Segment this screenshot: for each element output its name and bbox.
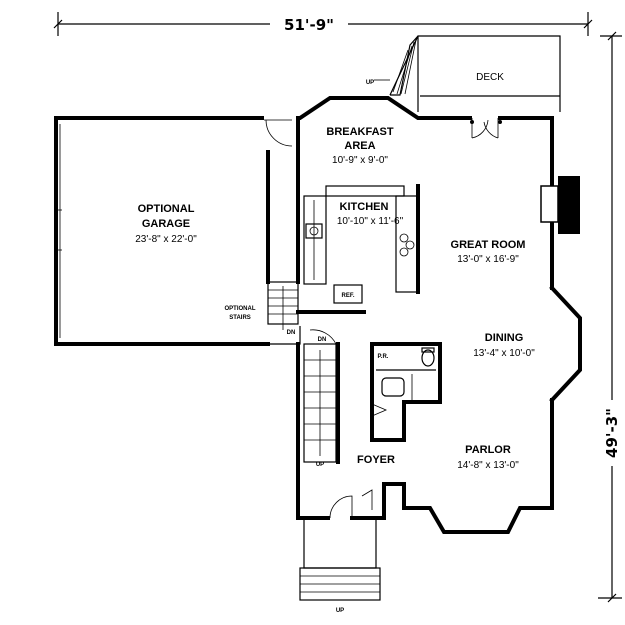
entry: UP bbox=[299, 489, 381, 614]
breakfast-size: 10'-9" x 9'-0" bbox=[332, 155, 388, 166]
optional-stairs-label-1: OPTIONAL bbox=[225, 306, 256, 312]
parlor-size: 14'-8" x 13'-0" bbox=[457, 460, 519, 471]
garage-dn-label: DN bbox=[287, 330, 296, 336]
dining-label: DINING 13'-4" x 10'-0" bbox=[473, 332, 535, 359]
garage-name-1: OPTIONAL bbox=[138, 203, 195, 215]
kitchen-label: KITCHEN 10'-10" x 11'-6" bbox=[337, 201, 404, 227]
fireplace bbox=[540, 176, 580, 234]
deck-label: DECK bbox=[476, 72, 504, 83]
deck: UP DECK bbox=[366, 35, 561, 112]
parlor-label: PARLOR 14'-8" x 13'-0" bbox=[457, 444, 519, 471]
breakfast-name-1: BREAKFAST bbox=[326, 126, 394, 138]
kitchen-name: KITCHEN bbox=[340, 201, 389, 213]
garage-size: 23'-8" x 22'-0" bbox=[135, 234, 197, 245]
foyer-label: FOYER bbox=[357, 454, 395, 466]
main-stairs: DN UP bbox=[303, 329, 340, 468]
pr-label: P.R. bbox=[378, 354, 389, 360]
ref-label: REF. bbox=[341, 293, 354, 299]
dining-size: 13'-4" x 10'-0" bbox=[473, 348, 535, 359]
width-dimension: 51'-9" bbox=[53, 12, 593, 36]
depth-dimension: 49'-3" bbox=[598, 31, 622, 603]
parlor-name: PARLOR bbox=[465, 444, 511, 456]
deck-doors bbox=[470, 118, 502, 139]
overall-width-label: 51'-9" bbox=[284, 16, 334, 34]
great-room-label: GREAT ROOM 13'-0" x 16'-9" bbox=[451, 239, 526, 265]
breakfast-name-2: AREA bbox=[344, 140, 375, 152]
kitchen-size: 10'-10" x 11'-6" bbox=[337, 216, 404, 227]
powder-room: P.R. bbox=[370, 342, 442, 442]
entry-up-label: UP bbox=[336, 608, 344, 614]
garage-name-2: GARAGE bbox=[142, 218, 190, 230]
stair-up-label: UP bbox=[316, 462, 324, 468]
garage: OPTIONAL GARAGE 23'-8" x 22'-0" bbox=[54, 116, 293, 346]
dining-name: DINING bbox=[485, 332, 524, 344]
overall-depth-label: 49'-3" bbox=[603, 408, 621, 458]
deck-up-label: UP bbox=[366, 80, 374, 86]
great-room-size: 13'-0" x 16'-9" bbox=[457, 254, 519, 265]
kitchen: REF. bbox=[296, 184, 420, 314]
foyer-name: FOYER bbox=[357, 454, 395, 466]
great-room-name: GREAT ROOM bbox=[451, 239, 526, 251]
breakfast-area-label: BREAKFAST AREA 10'-9" x 9'-0" bbox=[326, 126, 394, 166]
stair-dn-label: DN bbox=[318, 337, 327, 343]
optional-stairs: OPTIONAL STAIRS DN bbox=[225, 281, 301, 345]
optional-stairs-label-2: STAIRS bbox=[229, 315, 251, 321]
